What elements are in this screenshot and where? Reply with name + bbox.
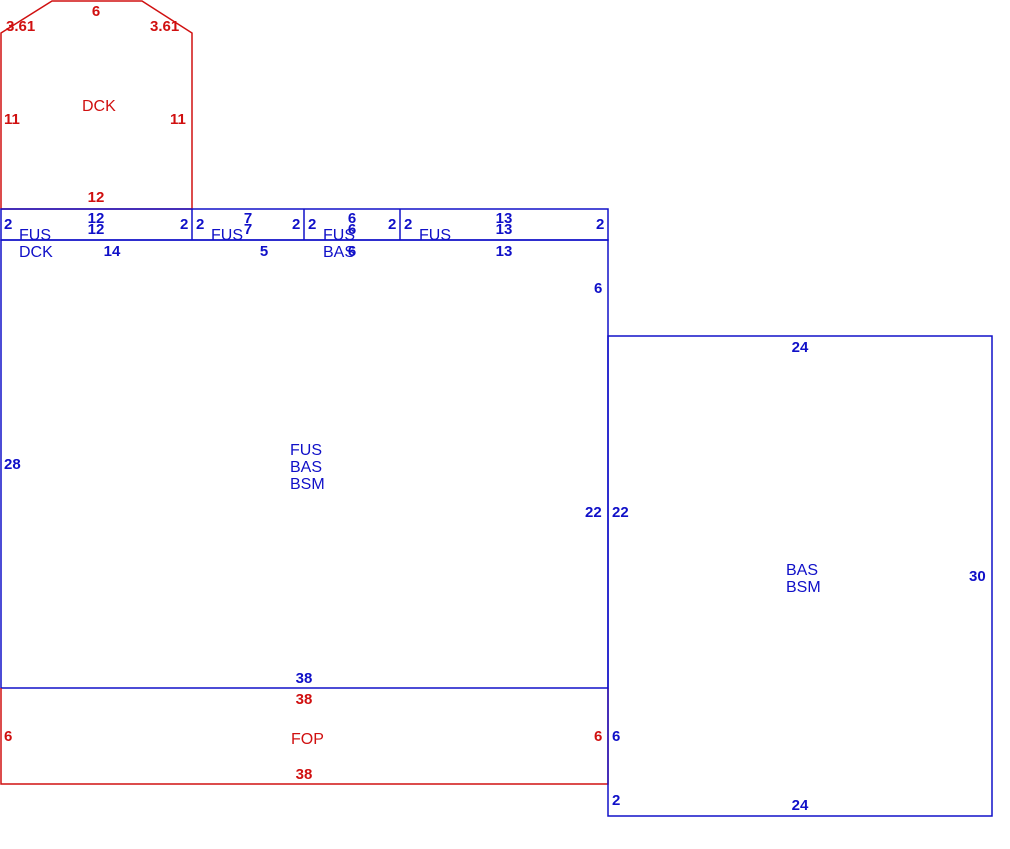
main-dim-right-lower: 22 [585, 504, 602, 521]
dck-dim-top-left: 3.61 [6, 18, 35, 35]
right-label-1: BAS [786, 562, 818, 579]
strip3-dim-top-b: 6 [348, 221, 356, 238]
strip2-dim-bottom: 5 [260, 243, 268, 260]
right-dim-right: 30 [969, 568, 986, 585]
main-label-2: BAS [290, 459, 322, 476]
strip1-label-2: DCK [19, 244, 53, 261]
strip3-dim-bottom: 6 [348, 243, 356, 260]
right-dim-top: 24 [792, 339, 809, 356]
main-label-3: BSM [290, 476, 325, 493]
fop-dim-left: 6 [4, 728, 12, 745]
fop-dim-right: 6 [594, 728, 602, 745]
strip2-label-1: FUS [211, 227, 243, 244]
main-dim-left: 28 [4, 456, 21, 473]
strip3-dim-right: 2 [388, 216, 396, 233]
fop-dim-bottom: 38 [296, 766, 313, 783]
dck-area-label: DCK [82, 98, 116, 115]
fop-area-label: FOP [291, 731, 324, 748]
strip3-label-1: FUS [323, 227, 355, 244]
strip1-dim-left: 2 [4, 216, 12, 233]
strip3-dim-left: 2 [308, 216, 316, 233]
right-label-2: BSM [786, 579, 821, 596]
strip2-dim-top-b: 7 [244, 221, 252, 238]
right-dim-bottom: 24 [792, 797, 809, 814]
right-block-outline [607, 335, 993, 817]
strip4-dim-top-b: 13 [496, 221, 513, 238]
strip4-dim-left: 2 [404, 216, 412, 233]
dck-dim-right: 11 [170, 111, 186, 128]
strip1-dim-top-b: 12 [88, 221, 105, 238]
strip1-dim-right: 2 [180, 216, 188, 233]
fop-dim-top: 38 [296, 691, 313, 708]
dck-dim-top: 6 [92, 3, 100, 20]
strip4-dim-bottom: 13 [496, 243, 513, 260]
strip2-dim-top-a: 7 [244, 210, 252, 227]
strip2-dim-right: 2 [292, 216, 300, 233]
dck-dim-top-right: 3.61 [150, 18, 179, 35]
right-dim-left-lower: 6 [612, 728, 620, 745]
main-dim-right-upper: 6 [594, 280, 602, 297]
dck-dim-left: 11 [4, 111, 20, 128]
dck-dim-bottom: 12 [88, 189, 105, 206]
strip4-dim-top-a: 13 [496, 210, 513, 227]
strip4-dim-right: 2 [596, 216, 604, 233]
strip1-dim-top-a: 12 [88, 210, 105, 227]
right-dim-left-upper: 22 [612, 504, 629, 521]
main-dim-bottom: 38 [296, 670, 313, 687]
strip3-label-2: BAS [323, 244, 355, 261]
strip2-dim-left: 2 [196, 216, 204, 233]
right-dim-left-bottom: 2 [612, 792, 620, 809]
strip4-label-1: FUS [419, 227, 451, 244]
strip1-dim-bottom: 14 [104, 243, 121, 260]
main-label-1: FUS [290, 442, 322, 459]
strip3-dim-top-a: 6 [348, 210, 356, 227]
strip1-label-1: FUS [19, 227, 51, 244]
